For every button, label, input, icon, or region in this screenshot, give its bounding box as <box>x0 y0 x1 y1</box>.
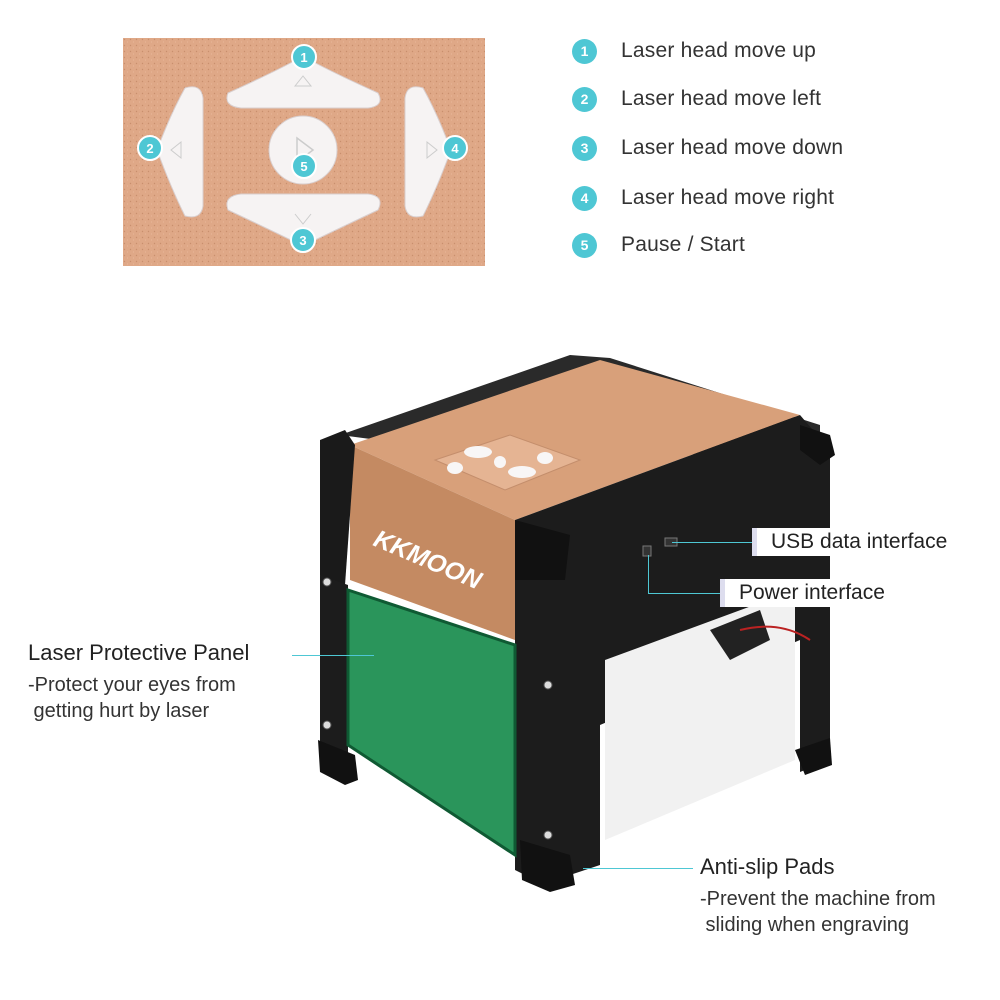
laser-head <box>710 610 770 660</box>
legend-badge: 3 <box>572 135 597 161</box>
panel-callout: Laser Protective Panel -Protect your eye… <box>28 640 249 724</box>
legend-badge: 1 <box>572 38 597 64</box>
up-arrow-icon <box>293 75 313 87</box>
usb-leader-line <box>672 542 756 543</box>
laser-engraver-machine: KKMOON <box>318 355 835 892</box>
legend-text: Laser head move right <box>621 186 835 209</box>
screws <box>322 577 553 840</box>
cable-red <box>739 625 811 641</box>
pads-callout: Anti-slip Pads -Prevent the machine from… <box>700 854 936 938</box>
legend-badge: 5 <box>572 232 597 258</box>
frame-left-leg <box>320 575 348 760</box>
anti-slip-pad-right <box>795 738 832 775</box>
badge-2 <box>137 135 163 161</box>
legend-text: Laser head move left <box>621 87 822 110</box>
corner-piece-front <box>515 520 570 595</box>
pads-callout-desc-1: -Prevent the machine from <box>700 888 936 910</box>
legend-item: 1 Laser head move up <box>572 36 816 66</box>
power-label: Power interface <box>720 579 897 607</box>
legend-item: 5 Pause / Start <box>572 230 745 260</box>
down-arrow-icon <box>294 213 312 225</box>
pause-start-button <box>268 115 338 185</box>
legend-badge: 2 <box>572 86 597 112</box>
corner-piece-left <box>320 430 355 585</box>
pads-callout-title: Anti-slip Pads <box>700 854 835 879</box>
gold-cover-top <box>350 360 800 520</box>
control-panel-photo: 1 2 3 4 5 <box>123 38 485 266</box>
right-arrow-icon <box>426 140 438 160</box>
panel-leader-line <box>292 655 374 656</box>
usb-label: USB data interface <box>752 528 960 556</box>
badge-5 <box>291 153 317 179</box>
left-arrow-icon <box>170 140 182 160</box>
pads-callout-desc-2: sliding when engraving <box>700 914 910 936</box>
frame-front-leg <box>515 580 565 880</box>
legend-item: 4 Laser head move right <box>572 183 834 213</box>
legend-badge: 4 <box>572 185 597 211</box>
badge-4 <box>442 135 468 161</box>
side-opening <box>605 590 795 840</box>
power-leader-horizontal <box>648 593 723 594</box>
legend-text: Laser head move down <box>621 136 844 159</box>
legend-text: Pause / Start <box>621 233 745 256</box>
badge-1 <box>291 44 317 70</box>
down-button <box>226 193 381 247</box>
laser-protective-panel <box>348 590 515 855</box>
panel-callout-desc-1: -Protect your eyes from <box>28 674 236 696</box>
corner-piece-right <box>800 425 835 465</box>
top-control-buttons <box>447 446 553 478</box>
badge-5-label: 5 <box>300 159 307 174</box>
up-button <box>226 55 381 109</box>
power-port <box>642 545 652 557</box>
panel-callout-title: Laser Protective Panel <box>28 640 250 665</box>
pads-leader-line <box>583 868 693 869</box>
legend-text: Laser head move up <box>621 39 817 62</box>
legend-item: 2 Laser head move left <box>572 84 821 114</box>
left-button <box>156 86 204 218</box>
anti-slip-pad-front <box>520 840 575 892</box>
badge-3-label: 3 <box>299 233 306 248</box>
panel-frame-edge <box>346 587 517 858</box>
power-leader-vertical <box>648 555 649 593</box>
badge-1-label: 1 <box>300 50 307 65</box>
right-button <box>404 86 452 218</box>
badge-4-label: 4 <box>451 141 459 156</box>
badge-3 <box>290 227 316 253</box>
badge-2-label: 2 <box>146 141 153 156</box>
gold-cover-front <box>350 445 515 640</box>
panel-callout-desc-2: getting hurt by laser <box>28 700 210 722</box>
anti-slip-pad-left <box>318 740 358 785</box>
legend-item: 3 Laser head move down <box>572 133 843 163</box>
